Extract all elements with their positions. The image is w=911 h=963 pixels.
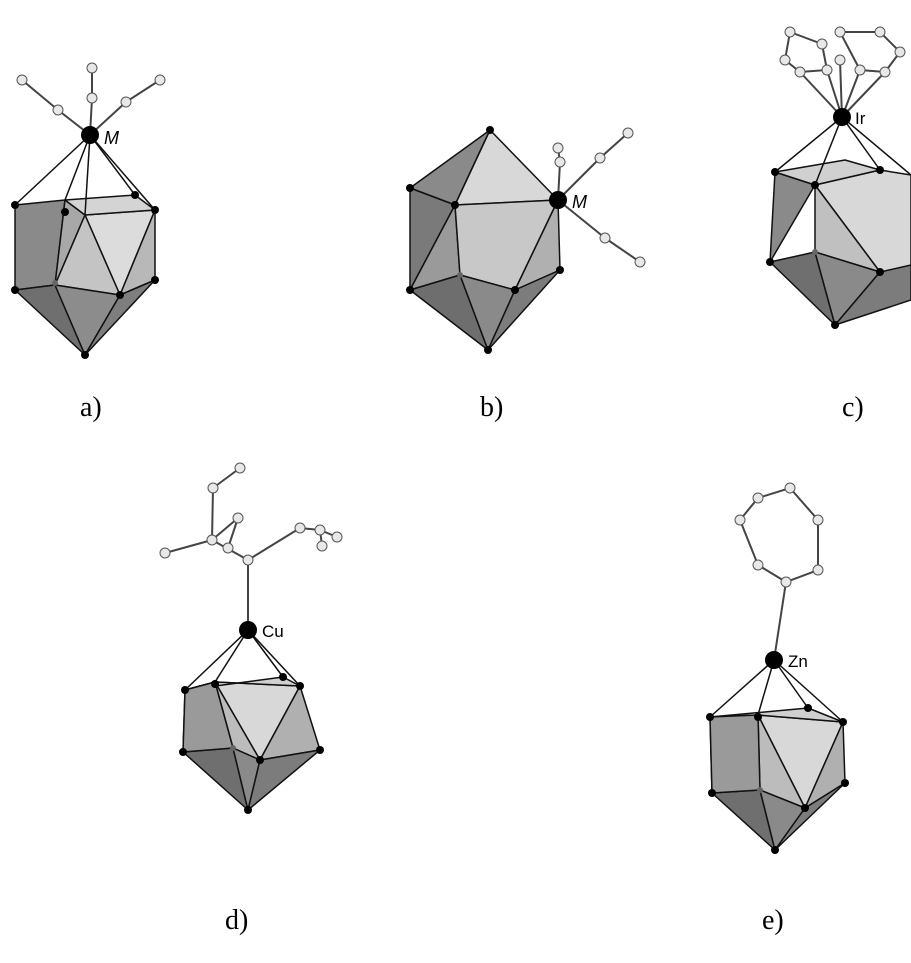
panel-a-structure: M: [11, 62, 166, 359]
panel-e-cluster: [709, 707, 846, 851]
panel-c-cluster: [769, 159, 911, 326]
panel-b-ligand-atoms: [552, 127, 646, 268]
panel-e-structure: Zn: [706, 482, 849, 854]
panel-e-ligands: [738, 486, 819, 661]
panel-b-label: b): [480, 392, 504, 423]
panel-d-ligands: [164, 467, 338, 630]
panel-c-label: c): [842, 392, 864, 423]
panel-d-label: d): [225, 905, 249, 936]
panel-a-cluster: [14, 194, 156, 356]
panel-d-metal-label: Cu: [262, 622, 284, 641]
panel-b-cluster: [409, 129, 561, 351]
panel-a-metal-label: M: [104, 128, 119, 148]
panel-e-vertices: [706, 704, 849, 854]
panel-b-metal-atom-icon: [549, 191, 567, 209]
panel-a-label: a): [80, 392, 102, 423]
panel-c-metal-bonds: [774, 116, 911, 186]
panel-e-label: e): [762, 905, 784, 936]
panel-e-metal-bonds: [709, 659, 844, 723]
panel-c-ligand-atoms: [779, 26, 906, 78]
panel-a-vertices: [11, 191, 159, 359]
panel-d-ligand-atoms: [159, 462, 343, 566]
panel-d-vertices: [179, 673, 324, 814]
panel-c-metal-label: Ir: [855, 109, 866, 128]
panel-e-ligand-atoms: [734, 482, 824, 588]
panel-c-vertices: [766, 166, 884, 329]
panel-a-metal-bonds: [14, 134, 156, 216]
panel-a-ligand-atoms: [16, 62, 166, 116]
panel-b-structure: M: [406, 126, 646, 354]
panel-c-metal-atom-icon: [833, 108, 851, 126]
panel-a-metal-atom-icon: [81, 126, 99, 144]
panel-d-structure: Cu: [159, 462, 343, 814]
panel-d-metal-bonds: [184, 629, 301, 691]
panel-b-metal-label: M: [572, 192, 587, 212]
panel-b-vertices: [406, 126, 564, 354]
panel-c-structure: Ir: [766, 26, 911, 329]
panel-e-metal-label: Zn: [788, 652, 808, 671]
panel-d-metal-atom-icon: [239, 621, 257, 639]
panel-e-metal-atom-icon: [765, 651, 783, 669]
panel-d-cluster: [182, 676, 321, 811]
panel-b-ligands: [557, 132, 641, 263]
